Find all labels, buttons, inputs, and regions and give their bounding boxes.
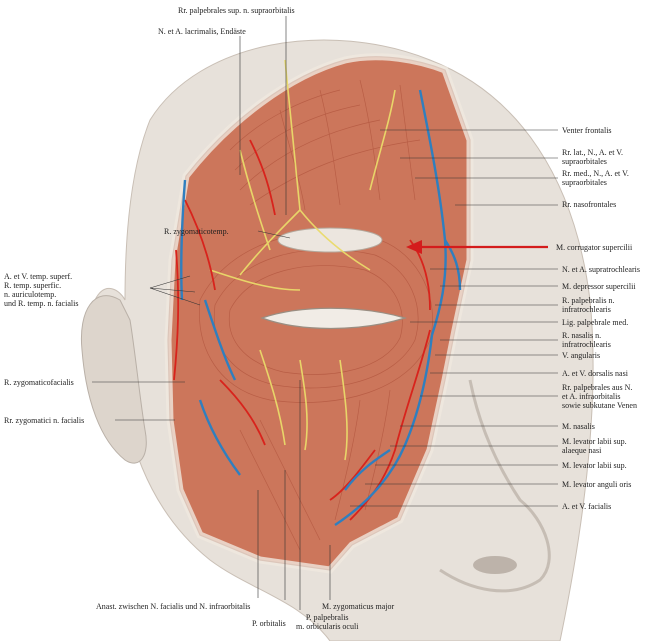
veins	[179, 89, 462, 526]
label-n-a-lacrimalis: N. et A. lacrimalis, Endäste	[158, 27, 246, 36]
nostril	[473, 556, 517, 574]
muscle-fibres	[199, 79, 433, 551]
nerves	[209, 59, 396, 461]
label-m-levator-anguli-oris: M. levator anguli oris	[562, 480, 632, 489]
fascia-rim	[164, 53, 474, 574]
corrugator-pointer-head	[406, 240, 422, 254]
label-temporal-group: A. et V. temp. superf. R. temp. superfic…	[4, 272, 79, 308]
label-r-palpebralis-infratrochlearis: R. palpebralis n. infratrochlearis	[562, 296, 615, 314]
label-rr-lat-supraorbitales: Rr. lat., N., A. et V. supraorbitales	[562, 148, 624, 166]
leader-lines-left	[92, 230, 291, 421]
label-a-v-facialis: A. et V. facialis	[562, 502, 612, 511]
label-rr-med-supraorbitales: Rr. med., N., A. et V. supraorbitales	[562, 169, 629, 187]
label-m-depressor-supercilii: M. depressor supercilii	[562, 282, 636, 291]
palpebral-fissure	[260, 307, 408, 330]
label-r-zygomaticofacialis: R. zygomaticofacialis	[4, 378, 74, 387]
label-m-levator-labii-alaeque: M. levator labii sup. alaeque nasi	[562, 437, 627, 455]
label-anast-facialis-infraorbitalis: Anast. zwischen N. facialis und N. infra…	[96, 602, 251, 611]
label-venter-frontalis: Venter frontalis	[562, 126, 612, 135]
nose-shadow	[439, 379, 551, 593]
upper-lid-island	[277, 227, 383, 253]
label-v-angularis: V. angularis	[562, 351, 601, 360]
label-m-levator-labii-sup: M. levator labii sup.	[562, 461, 627, 470]
leader-lines-right	[350, 129, 558, 507]
label-m-corrugator-supercilii: M. corrugator supercilii	[556, 243, 633, 252]
label-rr-zygomatici: Rr. zygomatici n. facialis	[4, 416, 85, 425]
label-a-v-dorsalis-nasi: A. et V. dorsalis nasi	[562, 369, 628, 378]
label-p-orbitalis: P. orbitalis	[252, 619, 286, 628]
label-rr-nasofrontales: Rr. nasofrontales	[562, 200, 617, 209]
label-r-nasalis-infratrochlearis: R. nasalis n. infratrochlearis	[562, 331, 611, 349]
label-rr-palpebrales-sup: Rr. palpebrales sup. n. supraorbitalis	[178, 6, 295, 15]
label-r-zygomaticotemp: R. zygomaticotemp.	[164, 227, 229, 236]
label-m-nasalis: M. nasalis	[562, 422, 595, 431]
ear	[80, 295, 147, 464]
leader-lines-vertical	[239, 16, 331, 610]
label-n-a-supratrochlearis: N. et A. supratrochlearis	[562, 265, 640, 274]
label-lig-palpebrale-med: Lig. palpebrale med.	[562, 318, 629, 327]
label-m-zygomaticus-major: M. zygomaticus major	[322, 602, 395, 611]
label-p-palpebralis: P. palpebralis m. orbicularis oculi	[296, 613, 359, 631]
label-rr-palpebrales-infraorbitalis: Rr. palpebrales aus N. et A. infraorbita…	[562, 383, 637, 410]
